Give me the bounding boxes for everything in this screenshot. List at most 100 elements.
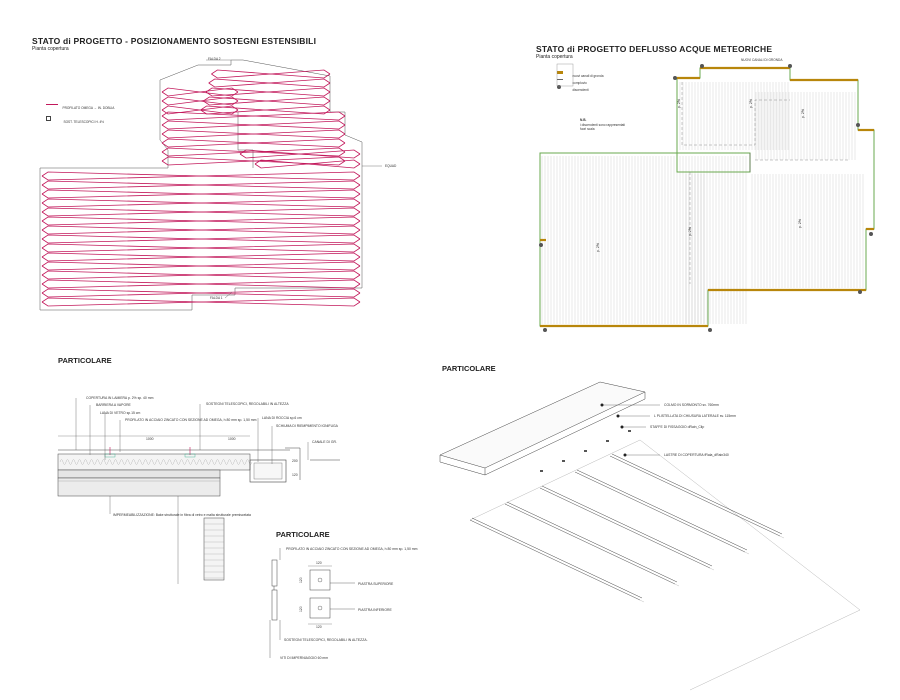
lower-plate bbox=[309, 597, 331, 619]
label-profile: PROFILATO IN ACCIAIO ZINCATO CON SEZIONE… bbox=[125, 418, 257, 422]
slope-label: p. 2% bbox=[749, 99, 753, 108]
downpipe-icon bbox=[543, 328, 547, 332]
downpipe-icon bbox=[557, 84, 561, 89]
note-text: i discendenti sono rappresentati fuori s… bbox=[580, 123, 626, 131]
plate-label-screws: VITI DI IMPERNIAGGIO 60 mm bbox=[280, 656, 328, 660]
label-cover: COPERTURA IN LAMIERA p. 2% sp. 40 mm bbox=[86, 396, 154, 400]
plate-label-lower: PIASTRA INFERIORE bbox=[358, 608, 392, 612]
omega-profile-row bbox=[161, 109, 239, 115]
plate-labels: PROFILATO IN ACCIAIO ZINCATO CON SEZIONE… bbox=[280, 547, 418, 660]
legend-support-label: SOST. TELESCOPICI H. 4½ bbox=[63, 120, 104, 124]
iso-label-bracket: STAFFE DI FISSAGGIO dRain_Clip bbox=[650, 425, 704, 429]
omega-profile-row bbox=[41, 238, 361, 244]
label-dim1: 1000 bbox=[146, 437, 154, 441]
omega-profile-row bbox=[41, 274, 361, 280]
beam-layer bbox=[57, 477, 221, 497]
iso-label-ridge: COLMO IN SORMONTO sv. 760mm bbox=[664, 403, 719, 407]
omega-profile-row bbox=[161, 124, 346, 130]
legend-box bbox=[556, 63, 574, 87]
legend-profile-label: PROFILATO OMEGA → IN. DOBLIA bbox=[62, 106, 115, 110]
omega-profile-row bbox=[161, 115, 346, 121]
omega-profile-row bbox=[205, 91, 331, 97]
slab-layer bbox=[57, 469, 221, 479]
downpipe-icon bbox=[700, 64, 704, 68]
slope-label: p. 2% bbox=[688, 227, 692, 236]
omega-profile-row bbox=[161, 142, 346, 148]
legend-support: SOST. TELESCOPICI H. 4½ bbox=[46, 110, 104, 128]
iso-dots bbox=[600, 403, 627, 457]
omega-profile-row bbox=[41, 283, 361, 289]
support-square-icon bbox=[46, 116, 51, 122]
omega-profile-row bbox=[41, 301, 361, 307]
glass-wool-layer bbox=[57, 453, 251, 471]
legend-profile: PROFILATO OMEGA → IN. DOBLIA bbox=[46, 96, 114, 114]
legend-downpipe: discendenti bbox=[557, 78, 589, 96]
label-foam: SCHIUMA DI RIEMPIMENTO IGNIFUGA bbox=[276, 424, 339, 428]
label-dim3: 200 bbox=[292, 459, 298, 463]
gold-bar-icon bbox=[557, 71, 563, 75]
plan-right-title: STATO di PROGETTO DEFLUSSO ACQUE METEORI… bbox=[536, 44, 773, 54]
omega-profile-row bbox=[161, 160, 346, 166]
plan-left-omega-profiles bbox=[41, 69, 361, 307]
omega-profile-row bbox=[41, 265, 361, 271]
omega-profile-row bbox=[41, 220, 361, 226]
legend-gutter-label: nuovi canali di gronda bbox=[572, 74, 604, 78]
iso-leaders bbox=[602, 404, 660, 456]
label-dim2: 1000 bbox=[228, 437, 236, 441]
legend-gutter: nuovi canali di gronda bbox=[557, 64, 603, 82]
detail-section-title: PARTICOLARE bbox=[58, 356, 112, 365]
omega-profile-row bbox=[161, 91, 239, 97]
slope-label: p. 2% bbox=[677, 99, 681, 108]
downpipe-icon bbox=[858, 290, 862, 294]
omega-profile-row bbox=[208, 82, 331, 88]
downpipes bbox=[539, 64, 873, 332]
plate-label-supports: SOSTEGNI TELESCOPICI, REGOLABILI IN ALTE… bbox=[284, 638, 368, 642]
column-block bbox=[203, 517, 225, 581]
label-barrier: BARRIERA A VAPORE bbox=[96, 403, 132, 407]
section-layers bbox=[57, 435, 340, 581]
downpipe-icon bbox=[869, 232, 873, 236]
plan-left-outline bbox=[39, 59, 363, 311]
omega-profile-row bbox=[211, 73, 331, 79]
slope-label: p. 2% bbox=[596, 243, 600, 252]
downpipe-icon bbox=[539, 243, 543, 247]
label-falda-2: FALDA 2 bbox=[208, 57, 221, 61]
omega-profile-row bbox=[41, 184, 361, 190]
label-rock-wool: LANA DI ROCCIA sp.6 cm bbox=[262, 416, 302, 420]
plate-dim-side1: 120 bbox=[299, 577, 303, 583]
omega-profile-row bbox=[239, 153, 361, 159]
iso-labels: COLMO IN SORMONTO sv. 760mm L PLISTELLAT… bbox=[650, 403, 736, 457]
omega-profile-row bbox=[41, 193, 361, 199]
downpipe-icon bbox=[788, 64, 792, 68]
label-waterproof: IMPERMEABILIZZAZIONE: Bake strutturale i… bbox=[113, 513, 251, 517]
iso-label-lateral: L PLISTELLATA DI CHIUSURA LATERALE sv. 1… bbox=[654, 414, 736, 418]
upper-plate bbox=[309, 569, 331, 591]
plate-dim-top: 120 bbox=[316, 561, 322, 565]
gutter-profile bbox=[249, 459, 287, 483]
plate-dim-bottom: 120 bbox=[316, 625, 322, 629]
label-falda-1: FALDA 1 bbox=[210, 296, 223, 300]
section-labels: COPERTURA IN LAMIERA p. 2% sp. 40 mm BAR… bbox=[86, 396, 339, 517]
plan-left-subtitle: Pianta copertura bbox=[32, 46, 69, 52]
valley-lines bbox=[681, 82, 850, 284]
iso-sheets-outline bbox=[469, 439, 861, 691]
slope-label: p. 2% bbox=[798, 219, 802, 228]
omega-profile-row bbox=[41, 229, 361, 235]
omega-profile-row bbox=[41, 256, 361, 262]
label-gutter: CANALE DI GR. bbox=[312, 440, 337, 444]
section-leaders bbox=[75, 398, 309, 584]
omega-profile-row bbox=[203, 100, 331, 106]
downpipe-icon bbox=[856, 123, 860, 127]
iso-ribs bbox=[469, 430, 785, 603]
leader-falda-1 bbox=[224, 291, 233, 299]
plan-right-subtitle: Pianta copertura bbox=[536, 54, 573, 60]
gutter-lines bbox=[540, 66, 874, 328]
plate-label-profile: PROFILATO IN ACCIAIO ZINCATO CON SEZIONE… bbox=[286, 547, 418, 551]
omega-profile-row bbox=[41, 202, 361, 208]
plate-detail bbox=[269, 548, 355, 658]
omega-profile-row bbox=[161, 100, 239, 106]
omega-profile-row bbox=[41, 175, 361, 181]
downpipe-icon bbox=[673, 76, 677, 80]
